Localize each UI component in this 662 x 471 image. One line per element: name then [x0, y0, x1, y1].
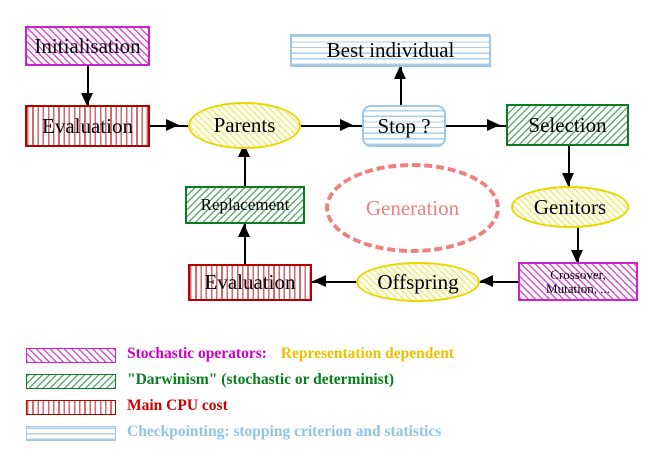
node-crossover-mutation[interactable]: Crossover, Mutation, ...	[518, 262, 638, 301]
connector-selection-to-genitors	[568, 145, 570, 188]
legend-swatch-darwinism	[26, 374, 116, 389]
node-best-individual[interactable]: Best individual	[290, 34, 491, 67]
arrowhead-initialisation-to-evaluation	[81, 93, 93, 106]
node-parents-label: Parents	[213, 113, 276, 138]
legend-swatch-checkpointing	[26, 426, 116, 441]
legend-label-checkpointing-text: Checkpointing: stopping criterion and st…	[127, 423, 442, 440]
connector-stop-to-best-individual	[400, 66, 402, 106]
arrowhead-parents-to-stop	[340, 119, 353, 131]
connector-crossover-to-offspring	[480, 281, 518, 283]
legend-label-darwinism: "Darwinism" (stochastic or determinist)	[127, 371, 394, 389]
arrowhead-stop-to-best-individual	[394, 66, 406, 79]
node-parents[interactable]: Parents	[188, 102, 301, 149]
node-replacement-label: Replacement	[200, 195, 290, 215]
connector-initialisation-to-evaluation	[87, 65, 89, 107]
node-selection[interactable]: Selection	[506, 104, 629, 146]
legend-label-darwinism-text: "Darwinism" (stochastic or determinist)	[127, 371, 395, 388]
node-best-individual-label: Best individual	[326, 38, 455, 63]
legend-label-main-cpu-cost: Main CPU cost	[127, 397, 228, 415]
node-offspring-label: Offspring	[377, 269, 459, 294]
node-initialisation[interactable]: Initialisation	[25, 26, 150, 66]
arrowhead-genitors-to-crossover	[571, 250, 583, 263]
connector-parents-to-stop	[300, 125, 362, 127]
arrowhead-crossover-to-offspring	[480, 275, 493, 287]
node-evaluation-top-label: Evaluation	[42, 113, 133, 138]
arrowhead-selection-to-genitors	[562, 173, 574, 186]
arrowhead-offspring-to-evaluation	[313, 275, 326, 287]
node-crossover-mutation-line1: Crossover,	[550, 266, 606, 282]
node-selection-label: Selection	[528, 112, 607, 137]
legend-label-checkpointing: Checkpointing: stopping criterion and st…	[127, 423, 441, 441]
node-generation: Generation	[325, 163, 500, 253]
node-offspring[interactable]: Offspring	[356, 262, 480, 302]
legend-swatch-stochastic-operators	[26, 348, 116, 363]
legend-label-stochastic-operators: Stochastic operators: Representation dep…	[127, 345, 454, 363]
legend-label-main-cpu-cost-text: Main CPU cost	[127, 397, 228, 414]
node-evaluation-top[interactable]: Evaluation	[25, 105, 150, 147]
arrowhead-evaluation-to-replacement	[238, 224, 250, 237]
node-replacement[interactable]: Replacement	[185, 186, 305, 224]
connector-genitors-to-crossover	[577, 227, 579, 265]
node-evaluation-bottom-label: Evaluation	[204, 270, 296, 295]
connector-replacement-to-parents	[244, 146, 246, 186]
node-genitors-label: Genitors	[533, 194, 607, 219]
node-generation-label: Generation	[365, 195, 460, 220]
arrowhead-evaluation-to-parents	[166, 119, 179, 131]
legend-swatch-main-cpu-cost	[26, 400, 116, 415]
legend-label-stochastic-operators-text: Stochastic operators:	[127, 345, 267, 362]
connector-evaluation-to-replacement	[244, 224, 246, 266]
node-evaluation-bottom[interactable]: Evaluation	[188, 264, 312, 301]
node-stop-label: Stop ?	[377, 113, 431, 138]
connector-stop-to-selection	[446, 125, 508, 127]
legend-label-representation-dependent: Representation dependent	[280, 345, 455, 362]
node-initialisation-label: Initialisation	[34, 33, 141, 58]
node-crossover-mutation-line2: Mutation, ...	[546, 280, 610, 296]
node-genitors[interactable]: Genitors	[511, 186, 629, 228]
arrowhead-stop-to-selection	[487, 119, 500, 131]
node-stop[interactable]: Stop ?	[362, 105, 446, 147]
connector-offspring-to-evaluation	[312, 281, 358, 283]
